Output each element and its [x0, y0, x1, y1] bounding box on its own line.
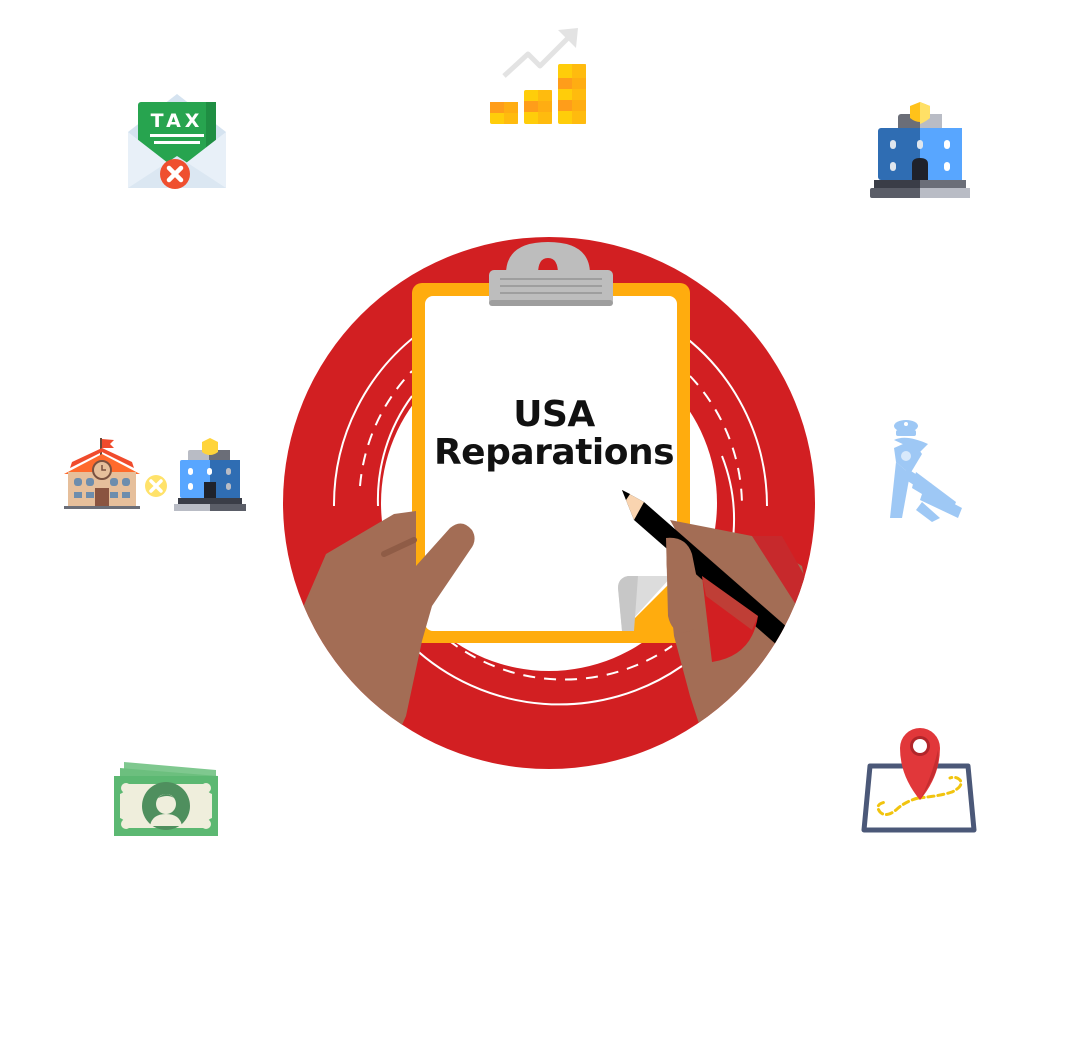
title-line-reparations: Reparations — [433, 432, 675, 473]
cash-bill-icon — [112, 760, 220, 838]
map-location-route-icon — [860, 724, 978, 834]
police-station-icon — [868, 100, 972, 198]
title-line-usa: USA — [513, 394, 595, 435]
page-title: USA Reparations — [410, 396, 698, 472]
tax-envelope-rejected-icon: TAX — [126, 90, 228, 190]
clipboard-with-hands-icon — [282, 236, 816, 770]
school-not-police-icon — [62, 436, 250, 512]
tax-label: TAX — [151, 110, 204, 132]
growth-coins-chart-icon — [488, 26, 590, 126]
police-arrest-icon — [876, 418, 966, 524]
